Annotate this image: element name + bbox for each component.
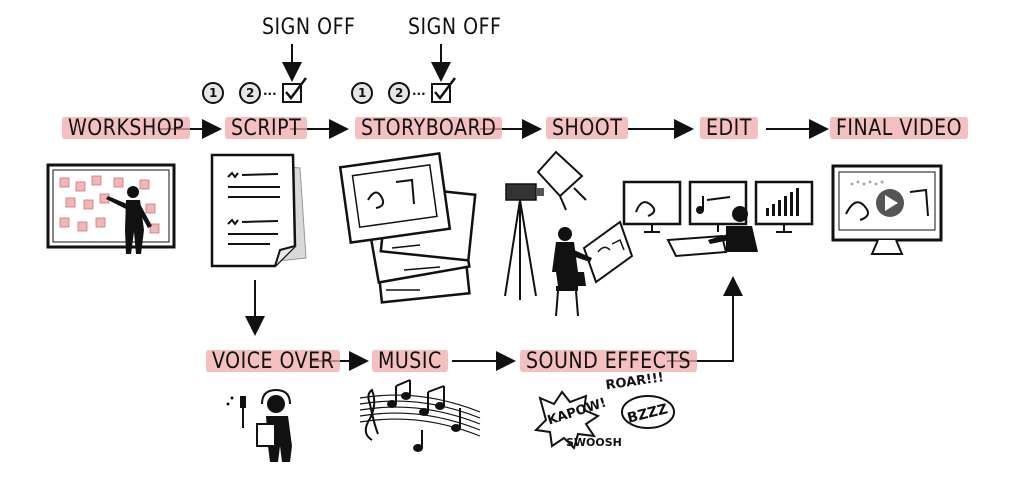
- step-circle-1: [351, 82, 373, 104]
- level-bars: [766, 188, 799, 216]
- signoff-label-script: SIGN OFF: [262, 14, 356, 40]
- stage-storyboard: STORYBOARD: [355, 114, 503, 142]
- stage-final-video: FINAL VIDEO: [830, 114, 969, 142]
- script-sheet: [256, 423, 276, 447]
- sfx-swoosh: SWOOSH: [566, 436, 622, 449]
- checkbox-icon: [282, 83, 302, 103]
- tripod-icon: [504, 199, 537, 300]
- shoot-scene-icon: [504, 150, 634, 317]
- stage-script: SCRIPT: [225, 114, 308, 142]
- presenter-silhouette: [106, 186, 152, 254]
- stage-music: MUSIC: [372, 347, 448, 375]
- step-num-2-script: 2: [246, 86, 255, 100]
- step-num-1-storyboard: 1: [358, 86, 367, 100]
- stage-edit: EDIT: [700, 114, 758, 142]
- step-num-1-script: 1: [209, 86, 218, 100]
- music-notes-icon: [359, 379, 481, 452]
- stage-shoot: SHOOT: [546, 114, 629, 142]
- review-steps-script: [202, 77, 307, 104]
- stage-workshop: WORKSHOP: [62, 114, 191, 142]
- stage-sound-effects: SOUND EFFECTS: [520, 347, 698, 375]
- step-dots-storyboard: ...: [412, 84, 426, 98]
- sound-effects-icon: KAPOW! ROAR!!! BZZZ SWOOSH: [533, 370, 675, 450]
- checkbox-icon: [431, 83, 451, 103]
- animator-silhouette: [552, 220, 634, 317]
- step-circle-1: [202, 82, 224, 104]
- script-pages-icon: [210, 153, 307, 268]
- step-circle-2: [239, 82, 261, 104]
- stage-voice-over: VOICE OVER: [206, 347, 341, 375]
- signoff-label-storyboard: SIGN OFF: [408, 14, 502, 40]
- step-num-2-storyboard: 2: [395, 86, 404, 100]
- editor-silhouette: [708, 206, 758, 252]
- checkmark-icon: [285, 77, 307, 101]
- starburst: [533, 390, 601, 450]
- final-video-monitor-icon: [831, 164, 943, 255]
- play-triangle-icon: [885, 195, 898, 211]
- bzzz-bubble: [621, 395, 675, 429]
- review-steps-storyboard: [351, 77, 456, 104]
- voice-over-icon: [226, 388, 292, 462]
- workshop-whiteboard-icon: [46, 163, 176, 254]
- storyboard-sheets-icon: [338, 151, 477, 304]
- camera-icon: [505, 183, 544, 201]
- monitor-left: [622, 180, 682, 226]
- step-dots-script: ...: [263, 84, 277, 98]
- microphone-icon: [226, 396, 246, 428]
- checkmark-icon: [434, 77, 456, 101]
- edit-station-icon: [622, 180, 814, 258]
- step-circle-2: [388, 82, 410, 104]
